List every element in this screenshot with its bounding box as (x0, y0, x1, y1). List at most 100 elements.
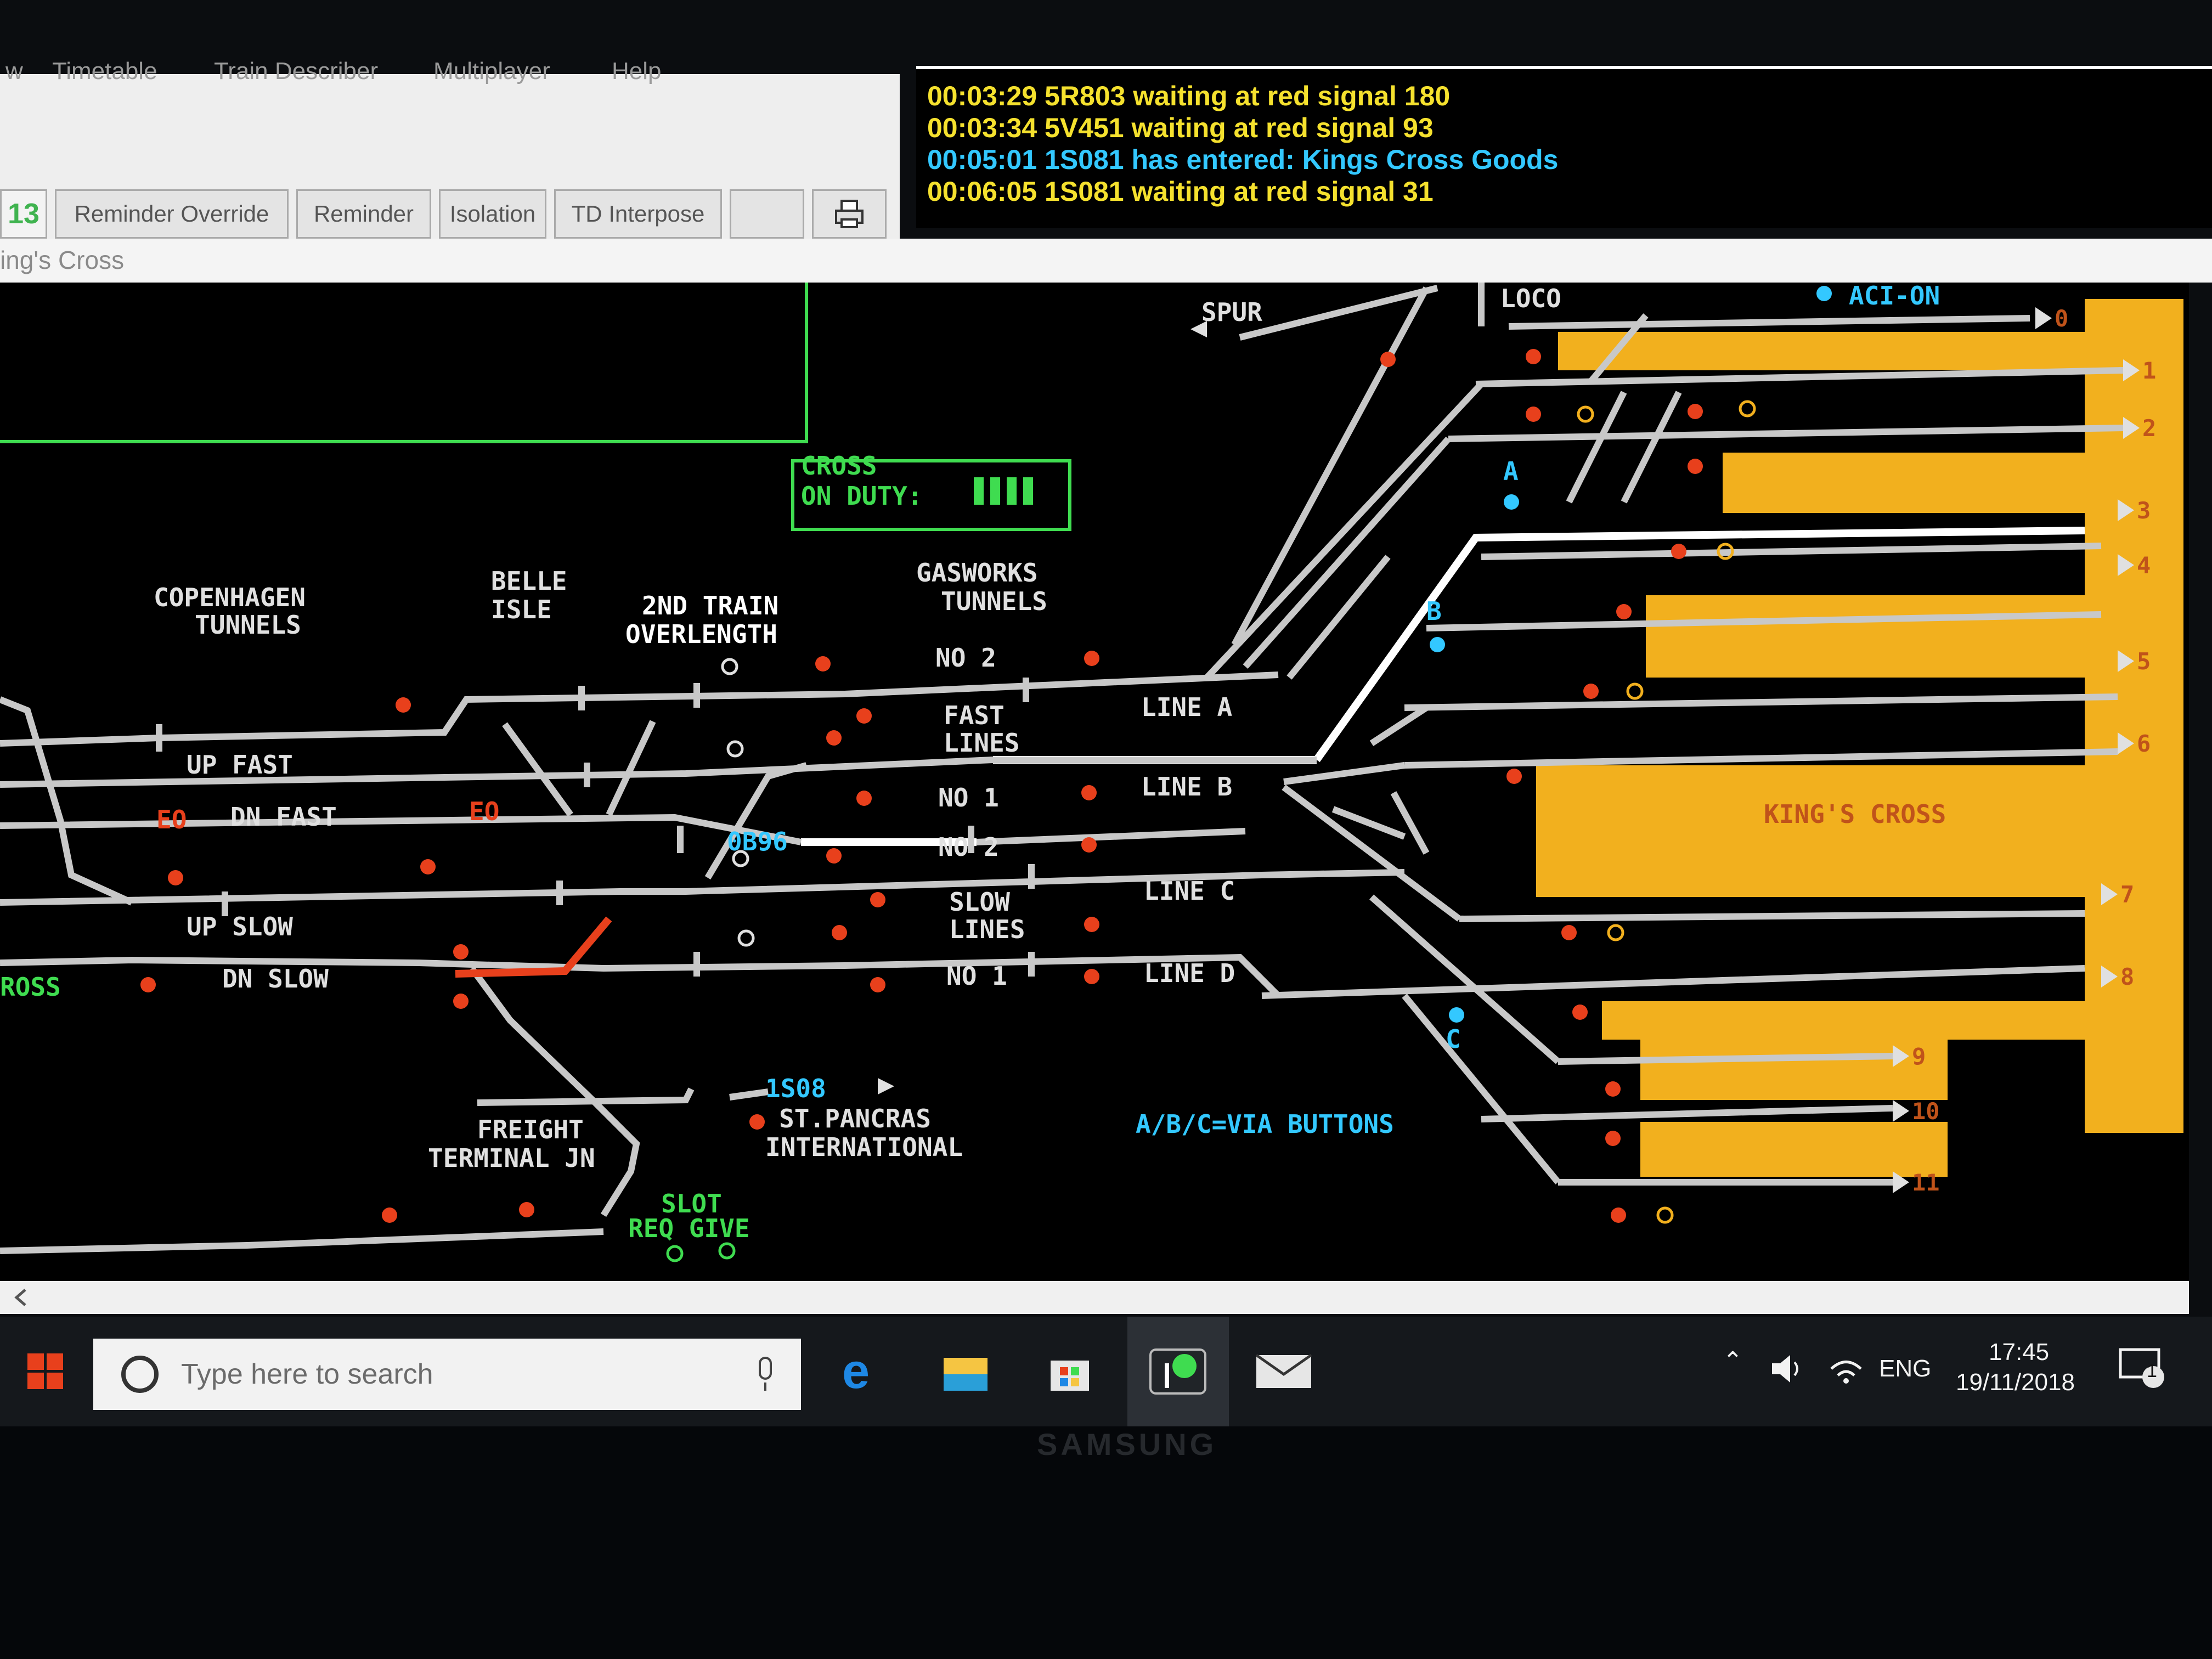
simsig-taskbar-button[interactable] (1127, 1317, 1229, 1431)
reminder-button[interactable]: Reminder (296, 189, 431, 239)
track (976, 828, 1246, 845)
signal[interactable] (1583, 684, 1599, 699)
track (1369, 894, 1560, 1064)
copenhagen-label: COPENHAGEN (154, 583, 306, 612)
signal[interactable] (1084, 651, 1099, 666)
line-c-label: LINE C (1144, 876, 1235, 906)
track (1243, 437, 1451, 669)
language-indicator[interactable]: ENG (1879, 1355, 1932, 1382)
red-route (455, 916, 612, 978)
clock-date[interactable]: 19/11/2018 (1956, 1369, 2075, 1396)
taskbar-search-box[interactable]: Type here to search (93, 1339, 801, 1410)
td-berth-0b96[interactable]: 0B96 (727, 827, 788, 856)
signal[interactable] (1572, 1005, 1588, 1020)
signal[interactable] (870, 892, 885, 907)
toolbar-blank-button[interactable] (730, 189, 804, 239)
signal[interactable] (396, 697, 411, 713)
microphone-icon[interactable] (752, 1355, 779, 1393)
signal[interactable] (1506, 769, 1522, 784)
signal[interactable] (1688, 404, 1703, 419)
volume-icon[interactable] (1769, 1352, 1808, 1385)
signal[interactable] (832, 925, 847, 940)
signal[interactable] (382, 1207, 397, 1223)
menu-item-multiplayer[interactable]: Multiplayer (433, 58, 550, 84)
track (1481, 543, 2102, 560)
route-segment (1313, 527, 2085, 763)
signal[interactable] (826, 730, 842, 746)
simsig-app-icon (1149, 1348, 1206, 1395)
signal[interactable] (1561, 925, 1577, 940)
block-markers (156, 678, 1035, 977)
indicator (1656, 1206, 1674, 1224)
signal[interactable] (1526, 349, 1541, 364)
wifi-icon[interactable] (1827, 1352, 1865, 1385)
signal[interactable] (1081, 785, 1097, 800)
signal[interactable] (1605, 1131, 1621, 1146)
windows-start-icon[interactable] (22, 1347, 71, 1396)
action-center-button[interactable]: 1 (2118, 1347, 2167, 1391)
track (1404, 693, 2118, 711)
signal[interactable] (1081, 837, 1097, 853)
track (1286, 555, 1391, 680)
menu-item-window[interactable]: w (5, 58, 23, 84)
cross-left-label: ROSS (0, 972, 61, 1002)
store-icon[interactable] (1042, 1344, 1097, 1399)
slot-req-indicator[interactable] (666, 1245, 684, 1262)
signal[interactable] (815, 656, 831, 672)
signal[interactable] (1084, 969, 1099, 984)
menu-item-timetable[interactable]: Timetable (52, 58, 157, 84)
signal[interactable] (1616, 604, 1632, 619)
signal[interactable] (1688, 459, 1703, 474)
signal[interactable] (1611, 1207, 1626, 1223)
signal[interactable] (1380, 352, 1396, 367)
via-b-label: B (1426, 596, 1442, 626)
horizontal-scrollbar[interactable] (0, 1281, 2189, 1314)
signal[interactable] (826, 848, 842, 864)
signal[interactable] (453, 944, 469, 960)
buffer-stop (2118, 650, 2134, 672)
via-button-a[interactable] (1504, 494, 1519, 510)
isolation-button[interactable]: Isolation (439, 189, 546, 239)
signal[interactable] (1084, 917, 1099, 932)
mail-icon[interactable] (1254, 1350, 1314, 1393)
slot-give-indicator[interactable] (718, 1242, 736, 1260)
signal[interactable] (519, 1202, 534, 1217)
via-button-b[interactable] (1430, 637, 1445, 652)
signal[interactable] (420, 859, 436, 874)
reminder-override-button[interactable]: Reminder Override (55, 189, 289, 239)
edge-icon[interactable]: e (834, 1344, 889, 1399)
eo-indicator: EO (469, 797, 499, 826)
menu-item-train-describer[interactable]: Train Describer (214, 58, 379, 84)
signal[interactable] (1526, 407, 1541, 422)
via-button-c[interactable] (1449, 1007, 1464, 1023)
menu-item-help[interactable]: Help (612, 58, 662, 84)
signal[interactable] (749, 1114, 765, 1130)
platform-block (1640, 1122, 1948, 1177)
signal[interactable] (140, 977, 156, 992)
scroll-left-icon[interactable] (5, 1281, 38, 1314)
signal[interactable] (870, 977, 885, 992)
track (477, 1087, 695, 1106)
indicator (721, 658, 738, 675)
track (502, 722, 573, 817)
track (1481, 1105, 1893, 1122)
signal[interactable] (453, 994, 469, 1009)
tray-chevron-icon[interactable]: ⌃ (1723, 1347, 1743, 1374)
signal[interactable] (856, 791, 872, 806)
clock-time[interactable]: 17:45 (1989, 1339, 2050, 1365)
platform-number: 5 (2137, 648, 2151, 675)
platform-block (1602, 1001, 2085, 1040)
indicators (666, 400, 1756, 1262)
signal[interactable] (1671, 544, 1686, 559)
td-berth-1s08[interactable]: 1S08 (765, 1074, 826, 1103)
signal[interactable] (856, 708, 872, 724)
td-interpose-button[interactable]: TD Interpose (554, 189, 722, 239)
search-placeholder: Type here to search (181, 1358, 433, 1390)
signal[interactable] (168, 870, 183, 885)
print-button[interactable] (812, 189, 887, 239)
track (0, 814, 802, 845)
fast-lines-label-2: LINES (944, 728, 1019, 758)
file-explorer-icon[interactable] (938, 1347, 993, 1396)
signal[interactable] (1605, 1081, 1621, 1097)
panel-window-title: ing's Cross (0, 246, 125, 274)
